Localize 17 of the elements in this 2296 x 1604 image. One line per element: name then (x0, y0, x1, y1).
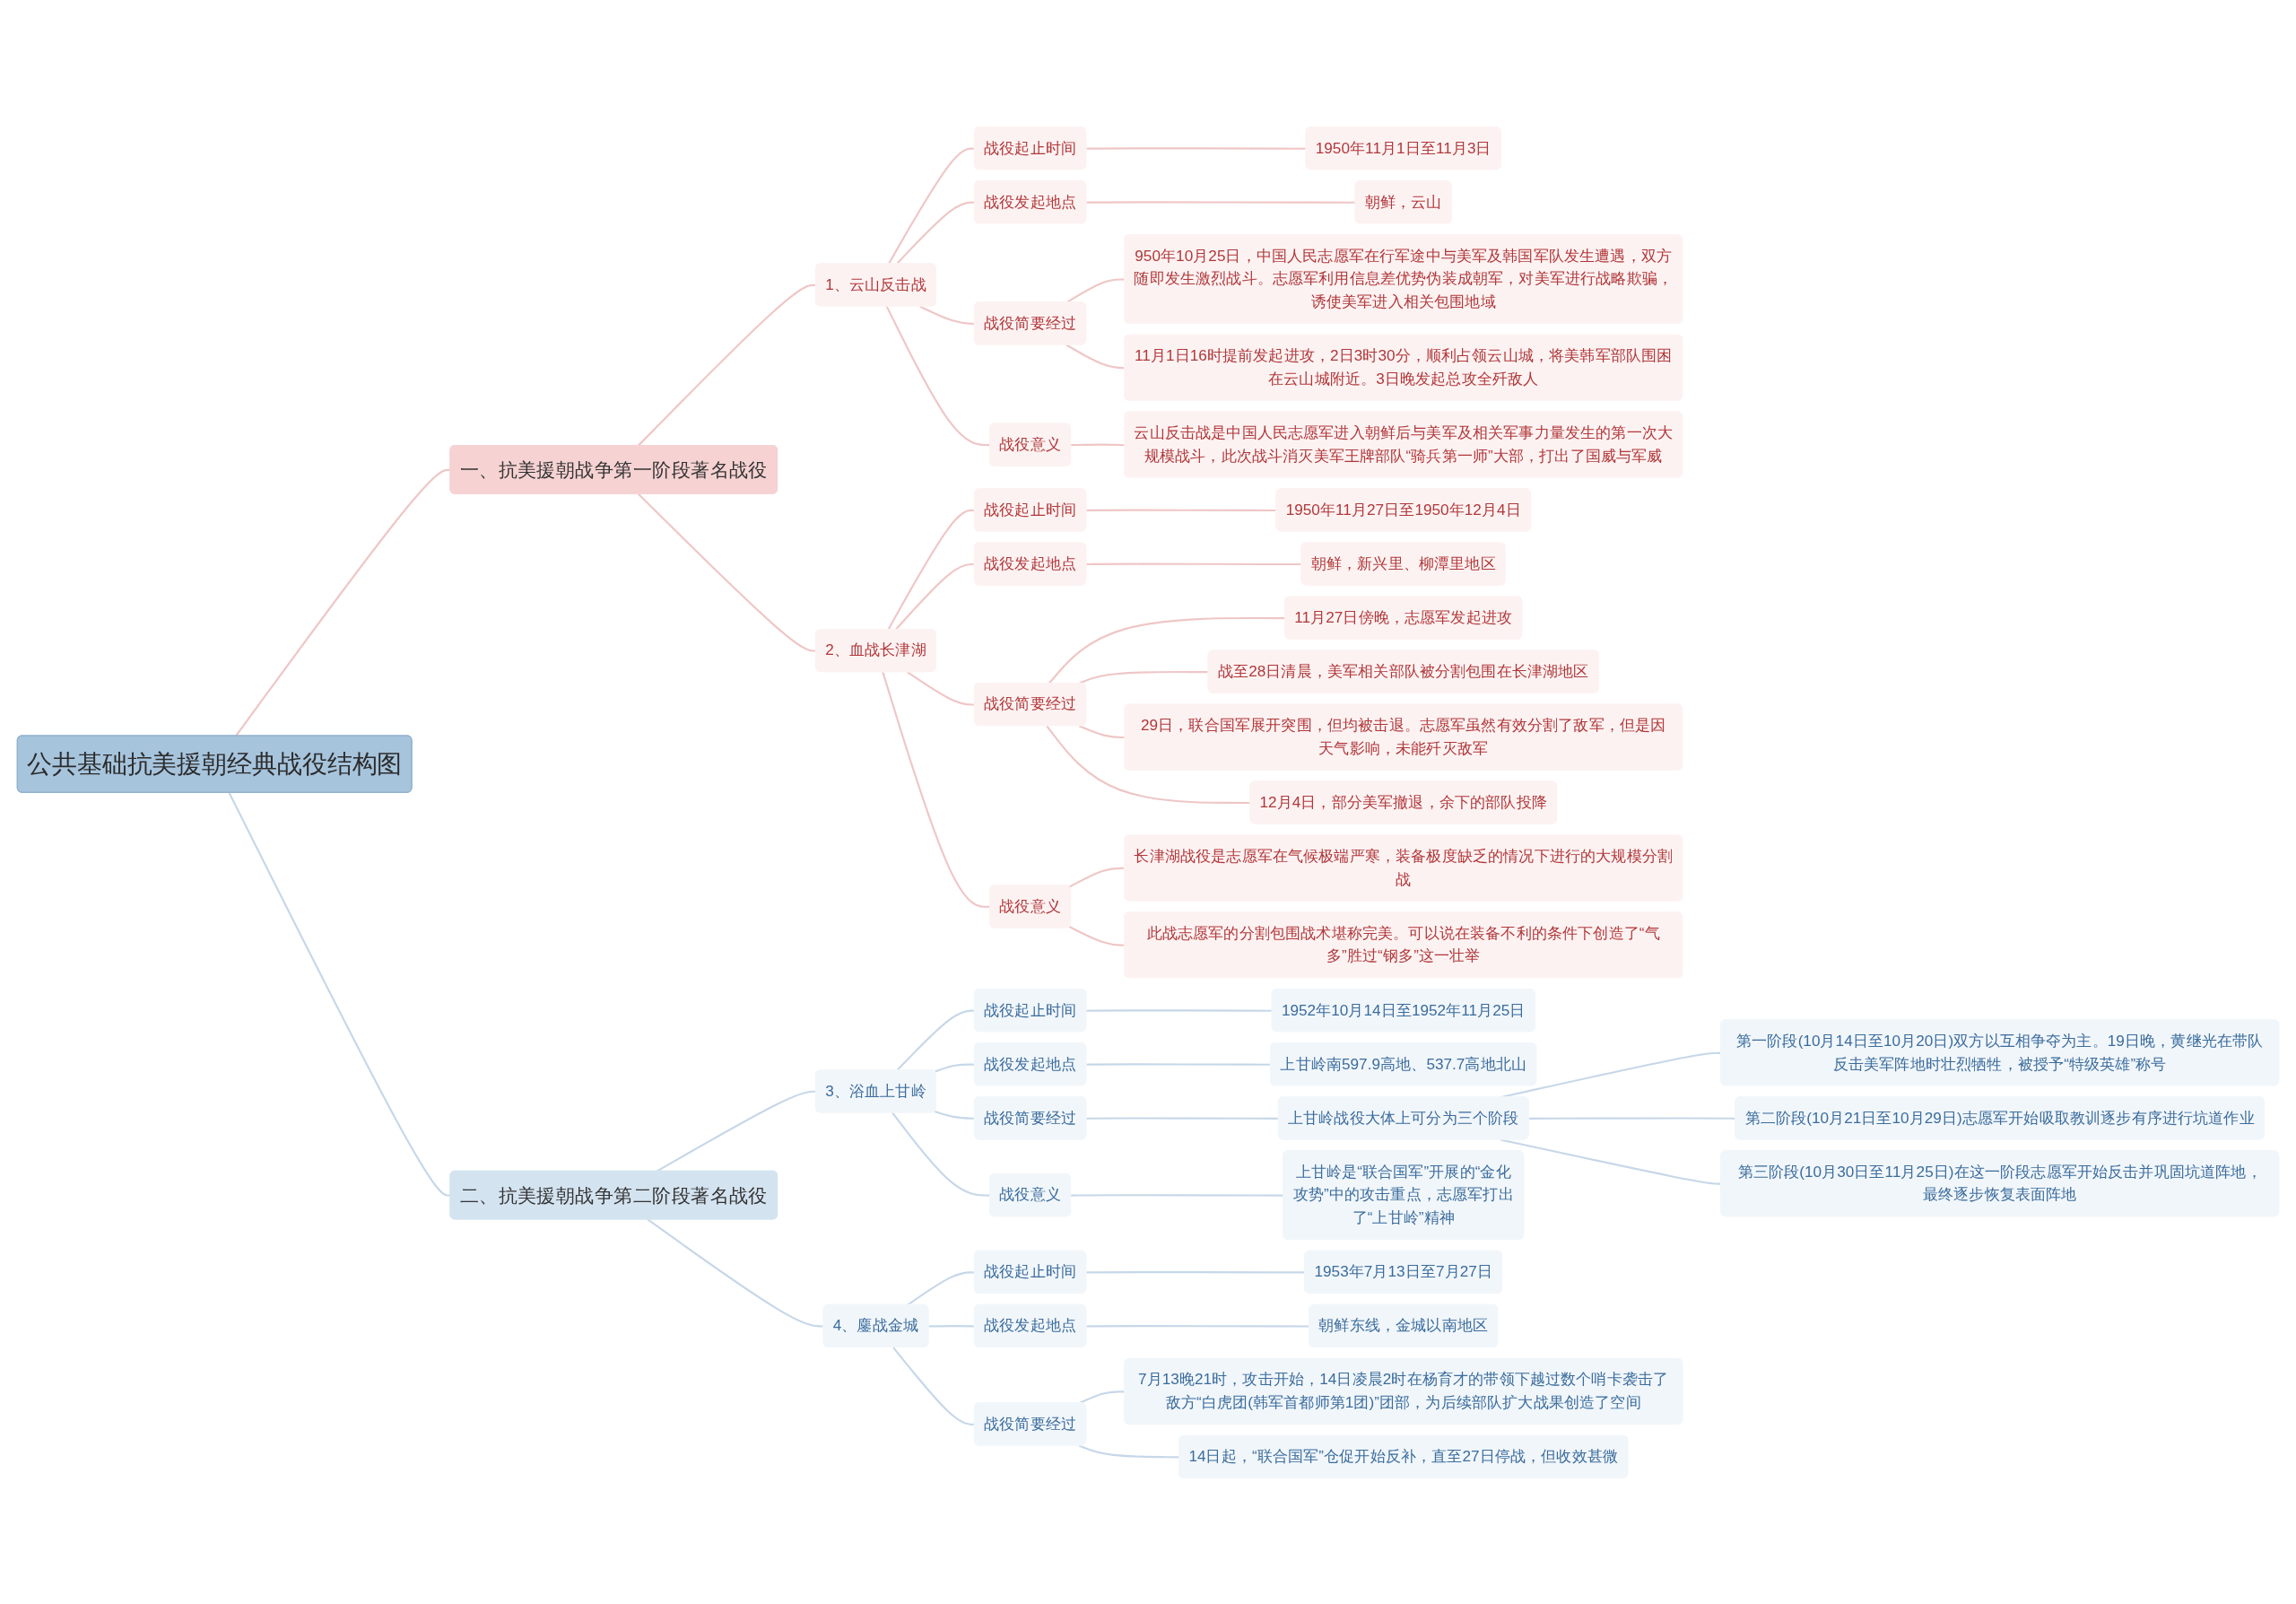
connector (895, 201, 975, 265)
connector (907, 670, 975, 706)
connector (934, 1110, 975, 1120)
connector (896, 1009, 975, 1071)
connector (1086, 1116, 1279, 1120)
connector (1078, 670, 1209, 684)
connector (1086, 562, 1302, 565)
connector (892, 1346, 975, 1425)
connector (919, 305, 975, 325)
connector (928, 1324, 975, 1328)
connector (1086, 200, 1356, 204)
connector (1086, 1008, 1273, 1012)
connector (1086, 146, 1307, 150)
connector (647, 1218, 824, 1328)
connector (887, 147, 975, 265)
connector (887, 509, 975, 630)
connector (934, 1063, 975, 1073)
